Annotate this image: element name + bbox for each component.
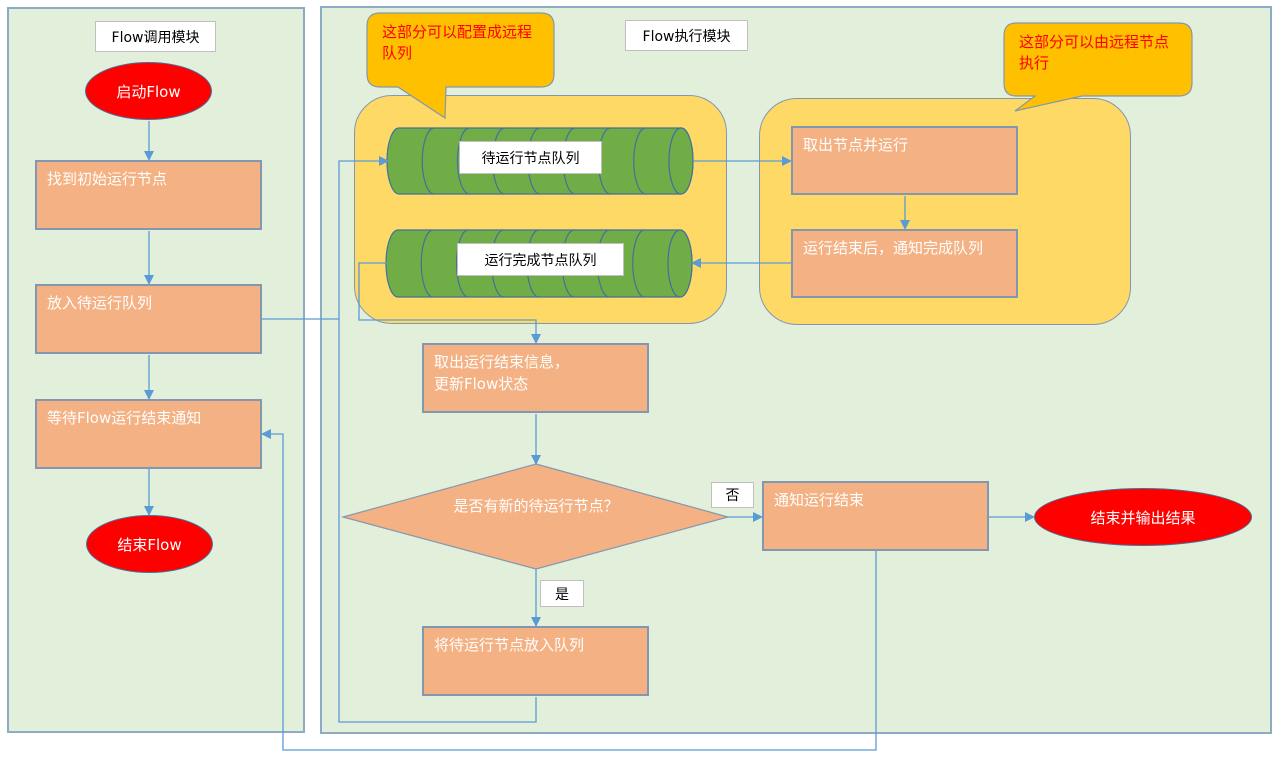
pending-queue-label: 待运行节点队列 <box>459 141 602 174</box>
connector-done-queue-to-update <box>358 262 541 344</box>
flow-invoke-module <box>7 7 305 733</box>
pending-queue-segment <box>421 127 435 195</box>
callout-bubble-remote <box>1003 22 1193 112</box>
notify-done-queue-step[interactable]: 运行结束后，通知完成队列 <box>791 229 1018 298</box>
connector-enqueue-to-pending-queue <box>262 156 389 320</box>
wait-finish-notify-step[interactable]: 等待Flow运行结束通知 <box>35 399 262 469</box>
start-flow-terminal[interactable]: 启动Flow <box>85 62 212 120</box>
enqueue-next-nodes-step[interactable]: 将待运行节点放入队列 <box>422 626 649 696</box>
pending-queue-segment <box>633 127 646 195</box>
end-output-terminal[interactable]: 结束并输出结果 <box>1034 488 1252 546</box>
callout-queue-text: 这部分可以配置成远程队列 <box>382 23 533 62</box>
done-queue-segment <box>420 229 434 298</box>
enqueue-pending-step[interactable]: 放入待运行队列 <box>35 284 262 354</box>
callout-remote-text: 这部分可以由远程节点执行 <box>1019 33 1170 72</box>
done-queue-label: 运行完成节点队列 <box>457 243 624 276</box>
find-initial-node-step[interactable]: 找到初始运行节点 <box>35 160 262 230</box>
update-step-line-1: 取出运行结束信息， <box>434 353 570 371</box>
update-flow-status-step[interactable]: 取出运行结束信息， 更新Flow状态 <box>422 343 649 413</box>
done-queue-segment <box>455 229 469 298</box>
pending-queue-segment <box>456 127 470 195</box>
update-step-line-2: 更新Flow状态 <box>434 375 529 393</box>
flow-invoke-module-title: Flow调用模块 <box>95 21 216 52</box>
notify-finish-step[interactable]: 通知运行结束 <box>762 481 989 551</box>
callout-bubble-queue <box>366 12 555 120</box>
flow-exec-module-title: Flow执行模块 <box>625 20 748 51</box>
no-branch-label: 否 <box>711 482 754 508</box>
decision-text[interactable]: 是否有新的待运行节点？ <box>453 497 619 515</box>
connector-enqueue-loop-back <box>338 319 537 723</box>
connector-notify-to-wait <box>261 429 877 751</box>
done-queue-segment <box>632 229 645 298</box>
take-and-run-node-step[interactable]: 取出节点并运行 <box>791 126 1018 195</box>
end-flow-terminal[interactable]: 结束Flow <box>86 515 213 573</box>
yes-branch-label: 是 <box>540 580 584 607</box>
